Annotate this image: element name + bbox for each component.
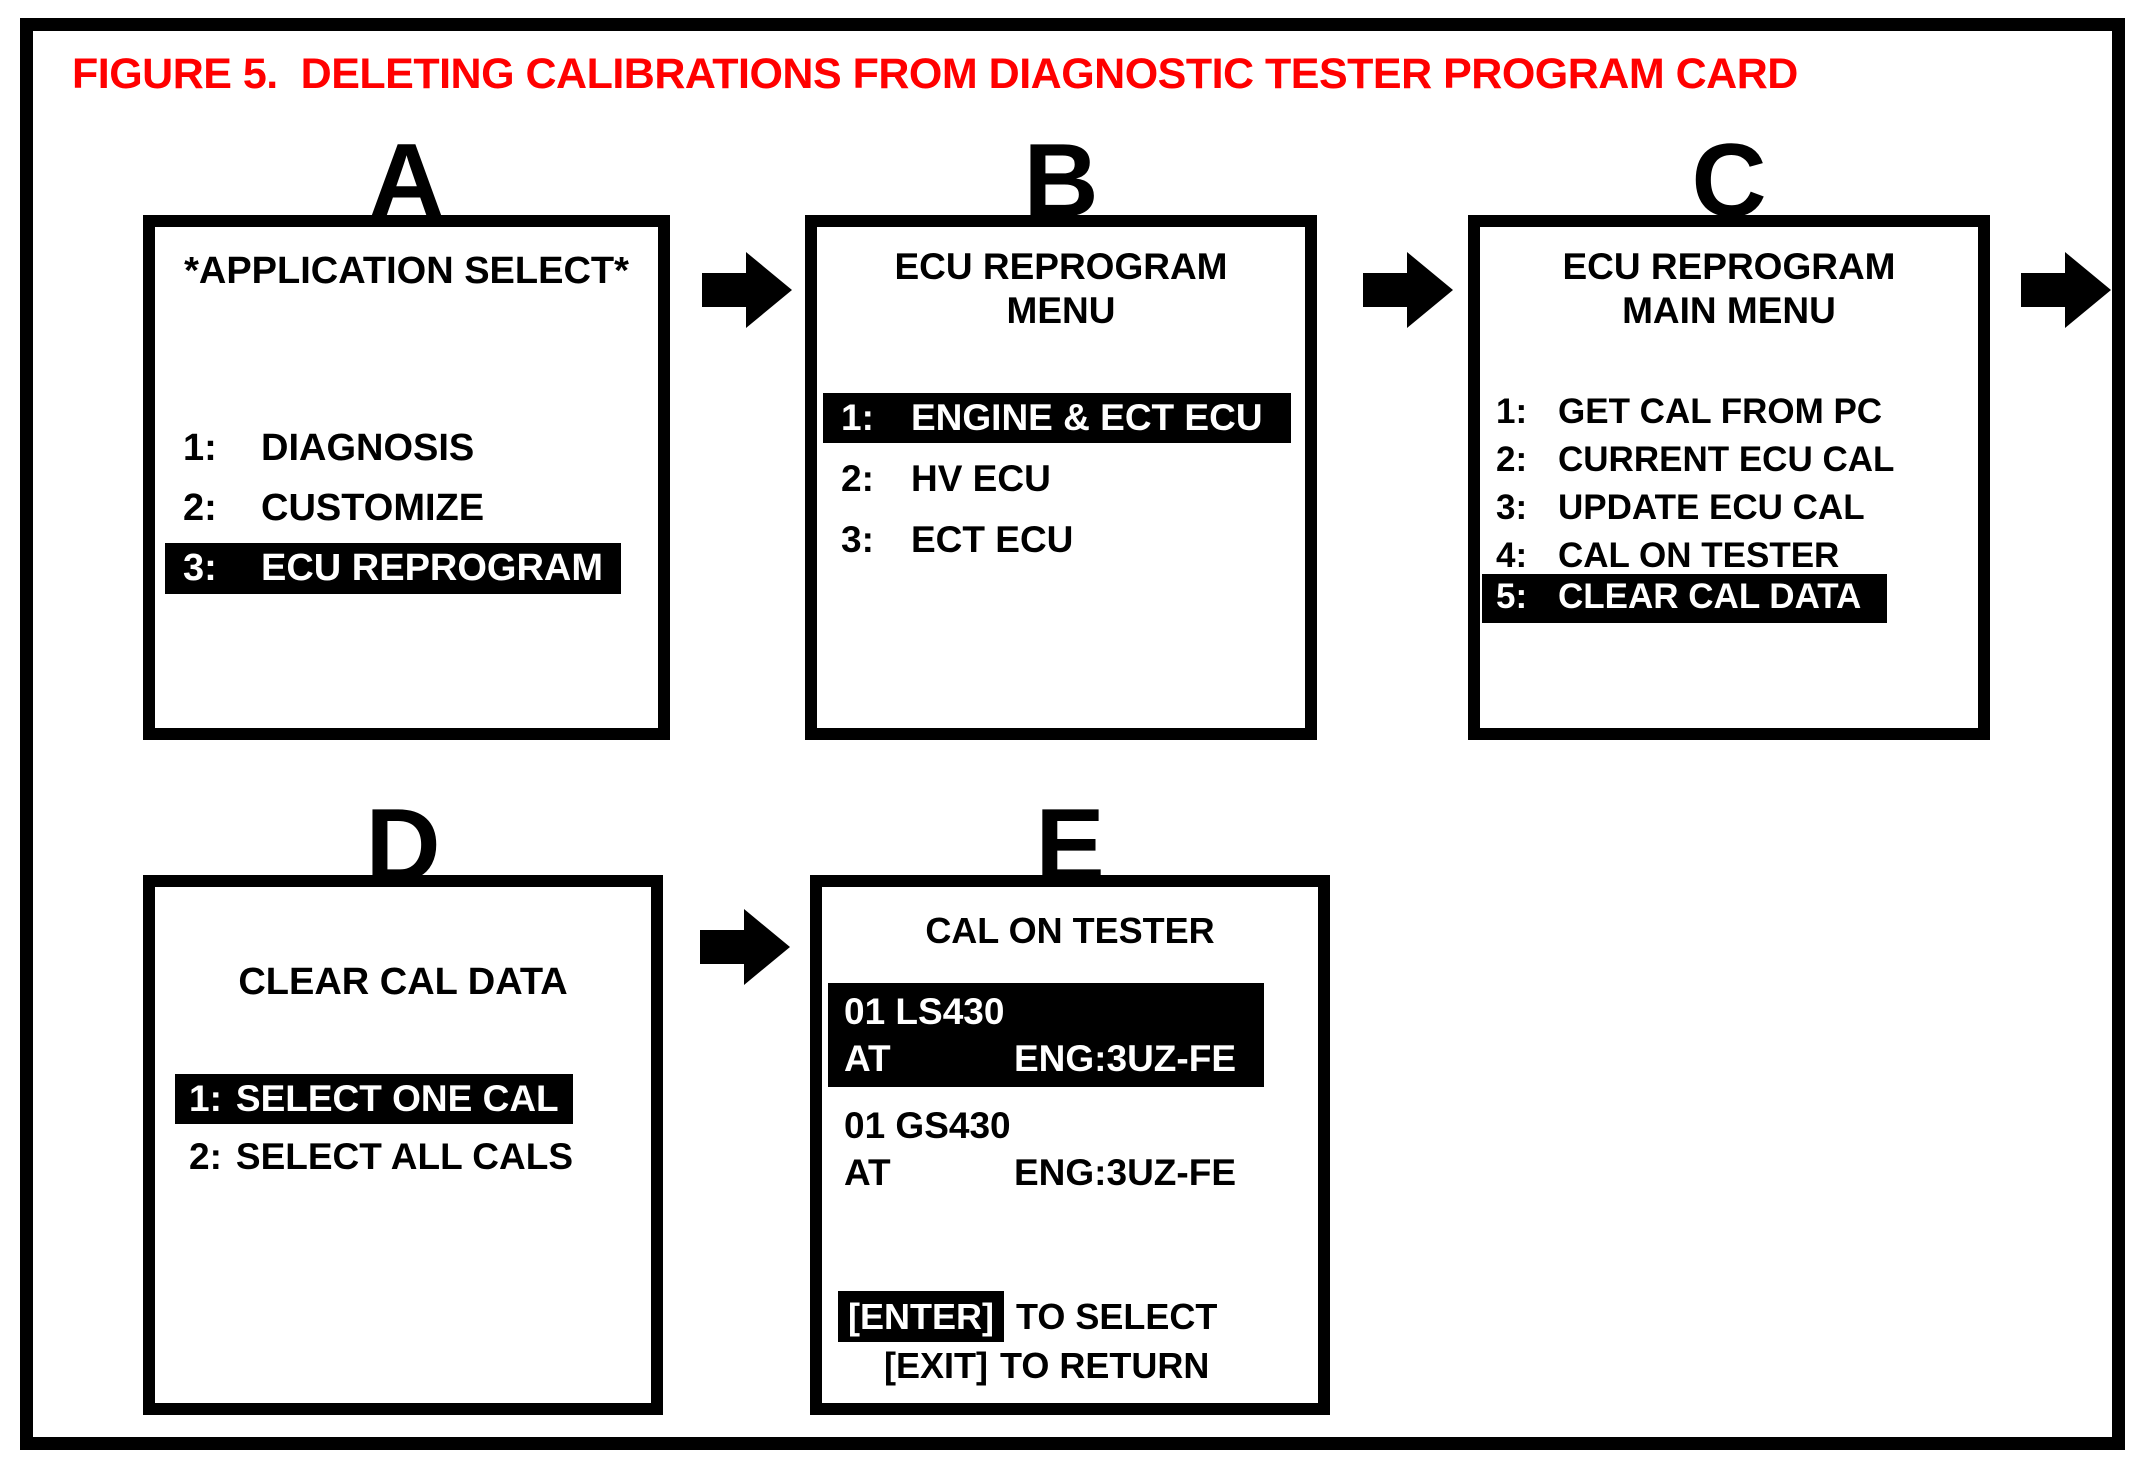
arrow-a-to-b <box>702 248 792 332</box>
exit-hint: [EXIT] TO RETURN <box>884 1342 1217 1389</box>
menu-item-number: 5: <box>1496 577 1528 616</box>
menu-item-number: 4: <box>1496 536 1528 575</box>
menu-item-label: SELECT ALL CALS <box>235 1136 574 1177</box>
screen-title-line2: MAIN MENU <box>1622 290 1836 331</box>
right-arrow-icon <box>702 252 792 328</box>
menu-item-clear-cal-data-selected: 5: CLEAR CAL DATA <box>1482 574 1888 623</box>
menu-item-label: SELECT ONE CAL <box>235 1078 559 1119</box>
enter-action: TO SELECT <box>1016 1296 1218 1337</box>
menu-item-number: 3: <box>183 547 217 589</box>
menu-item-number: 1: <box>841 397 874 438</box>
menu: 1: SELECT ONE CAL 2: SELECT ALL CALS <box>155 1074 651 1182</box>
screen-application-select: *APPLICATION SELECT* 1: DIAGNOSIS 2: CUSTO… <box>143 215 670 740</box>
key-hints: [ENTER] TO SELECT [EXIT] TO RETURN <box>838 1291 1217 1389</box>
cal-transmission: AT <box>844 1152 891 1193</box>
menu-item-number: 1: <box>1496 392 1528 431</box>
menu: 1: ENGINE & ECT ECU 2: HV ECU 3: ECT ECU <box>817 393 1305 565</box>
screen-title: *APPLICATION SELECT* <box>184 250 629 292</box>
cal-model: 01 LS430 <box>844 991 1005 1032</box>
cal-engine: ENG:3UZ-FE <box>1014 1152 1236 1193</box>
menu-item-label: UPDATE ECU CAL <box>1558 488 1865 527</box>
menu-item-label: HV ECU <box>911 458 1051 499</box>
cal-transmission: AT <box>844 1038 891 1079</box>
screen-title: CLEAR CAL DATA <box>238 961 568 1003</box>
menu-item-label: ECT ECU <box>911 519 1074 560</box>
menu-item-label: ENGINE & ECT ECU <box>911 397 1263 438</box>
menu-item-number: 3: <box>841 519 874 560</box>
enter-key: [ENTER] <box>838 1291 1004 1342</box>
menu-item-number: 3: <box>1496 488 1528 527</box>
menu-item-update-ecu-cal: 3: UPDATE ECU CAL <box>1482 485 1879 531</box>
arrow-c-to-next <box>2021 248 2111 332</box>
menu-item-select-one-cal-selected: 1: SELECT ONE CAL <box>175 1074 573 1124</box>
menu-item-customize: 2: CUSTOMIZE <box>165 483 502 534</box>
right-arrow-icon <box>700 909 790 985</box>
menu-item-label: CAL ON TESTER <box>1558 536 1840 575</box>
menu-item-number: 2: <box>1496 440 1528 479</box>
menu-item-number: 1: <box>183 427 217 469</box>
menu-item-label: CLEAR CAL DATA <box>1558 577 1862 616</box>
screen-clear-cal-data: CLEAR CAL DATA 1: SELECT ONE CAL 2: SELECT… <box>143 875 663 1415</box>
exit-action: TO RETURN <box>1000 1345 1210 1386</box>
cal-entry-ls430-selected: 01 LS430 AT ENG:3UZ-FE <box>828 983 1264 1087</box>
menu-item-label: CUSTOMIZE <box>261 487 485 529</box>
right-arrow-icon <box>2021 252 2111 328</box>
menu: 1: DIAGNOSIS 2: CUSTOMIZE 3: ECU REPROGRAM <box>155 423 658 594</box>
menu-item-ecu-reprogram-selected: 3: ECU REPROGRAM <box>165 543 622 594</box>
menu-item-number: 1: <box>189 1078 222 1119</box>
menu-item-number: 2: <box>841 458 874 499</box>
menu-item-label: CURRENT ECU CAL <box>1558 440 1895 479</box>
menu-item-get-cal-from-pc: 1: GET CAL FROM PC <box>1482 389 1896 435</box>
menu-item-select-all-cals: 2: SELECT ALL CALS <box>175 1132 587 1182</box>
menu-item-number: 2: <box>189 1136 222 1177</box>
cal-entry-gs430: 01 GS430 AT ENG:3UZ-FE <box>828 1097 1264 1201</box>
screen-title-line2: MENU <box>1006 290 1116 331</box>
exit-key: [EXIT] <box>884 1345 988 1386</box>
screen-title-line1: ECU REPROGRAM <box>894 246 1228 287</box>
menu-item-label: ECU REPROGRAM <box>261 547 604 589</box>
right-arrow-icon <box>1363 252 1453 328</box>
screen-title-line1: ECU REPROGRAM <box>1562 246 1896 287</box>
cal-list: 01 LS430 AT ENG:3UZ-FE 01 GS430 AT ENG:3UZ… <box>828 983 1318 1201</box>
screen-title: CAL ON TESTER <box>925 910 1215 951</box>
menu-item-label: GET CAL FROM PC <box>1558 392 1883 431</box>
menu-item-cal-on-tester: 4: CAL ON TESTER <box>1482 533 1853 579</box>
arrow-d-to-e <box>700 905 790 989</box>
enter-hint: [ENTER] TO SELECT <box>838 1291 1217 1342</box>
menu-item-diagnosis: 1: DIAGNOSIS <box>165 423 492 474</box>
figure-title: FIGURE 5. DELETING CALIBRATIONS FROM DIA… <box>72 50 1798 98</box>
menu-item-engine-ect-ecu-selected: 1: ENGINE & ECT ECU <box>823 393 1291 443</box>
cal-detail-line: AT ENG:3UZ-FE <box>844 1035 1248 1082</box>
arrow-b-to-c <box>1363 248 1453 332</box>
menu-item-number: 2: <box>183 487 217 529</box>
figure-frame: FIGURE 5. DELETING CALIBRATIONS FROM DIA… <box>20 18 2125 1450</box>
menu: 1: GET CAL FROM PC 2: CURRENT ECU CAL 3: UP… <box>1480 389 1978 623</box>
cal-engine: ENG:3UZ-FE <box>1014 1038 1236 1079</box>
cal-model: 01 GS430 <box>844 1105 1011 1146</box>
menu-item-label: DIAGNOSIS <box>261 427 475 469</box>
cal-detail-line: AT ENG:3UZ-FE <box>844 1149 1248 1196</box>
screen-cal-on-tester: CAL ON TESTER 01 LS430 AT ENG:3UZ-FE 01 G… <box>810 875 1330 1415</box>
menu-item-hv-ecu: 2: HV ECU <box>823 454 1069 504</box>
menu-item-ect-ecu: 3: ECT ECU <box>823 515 1091 565</box>
menu-item-current-ecu-cal: 2: CURRENT ECU CAL <box>1482 437 1908 483</box>
